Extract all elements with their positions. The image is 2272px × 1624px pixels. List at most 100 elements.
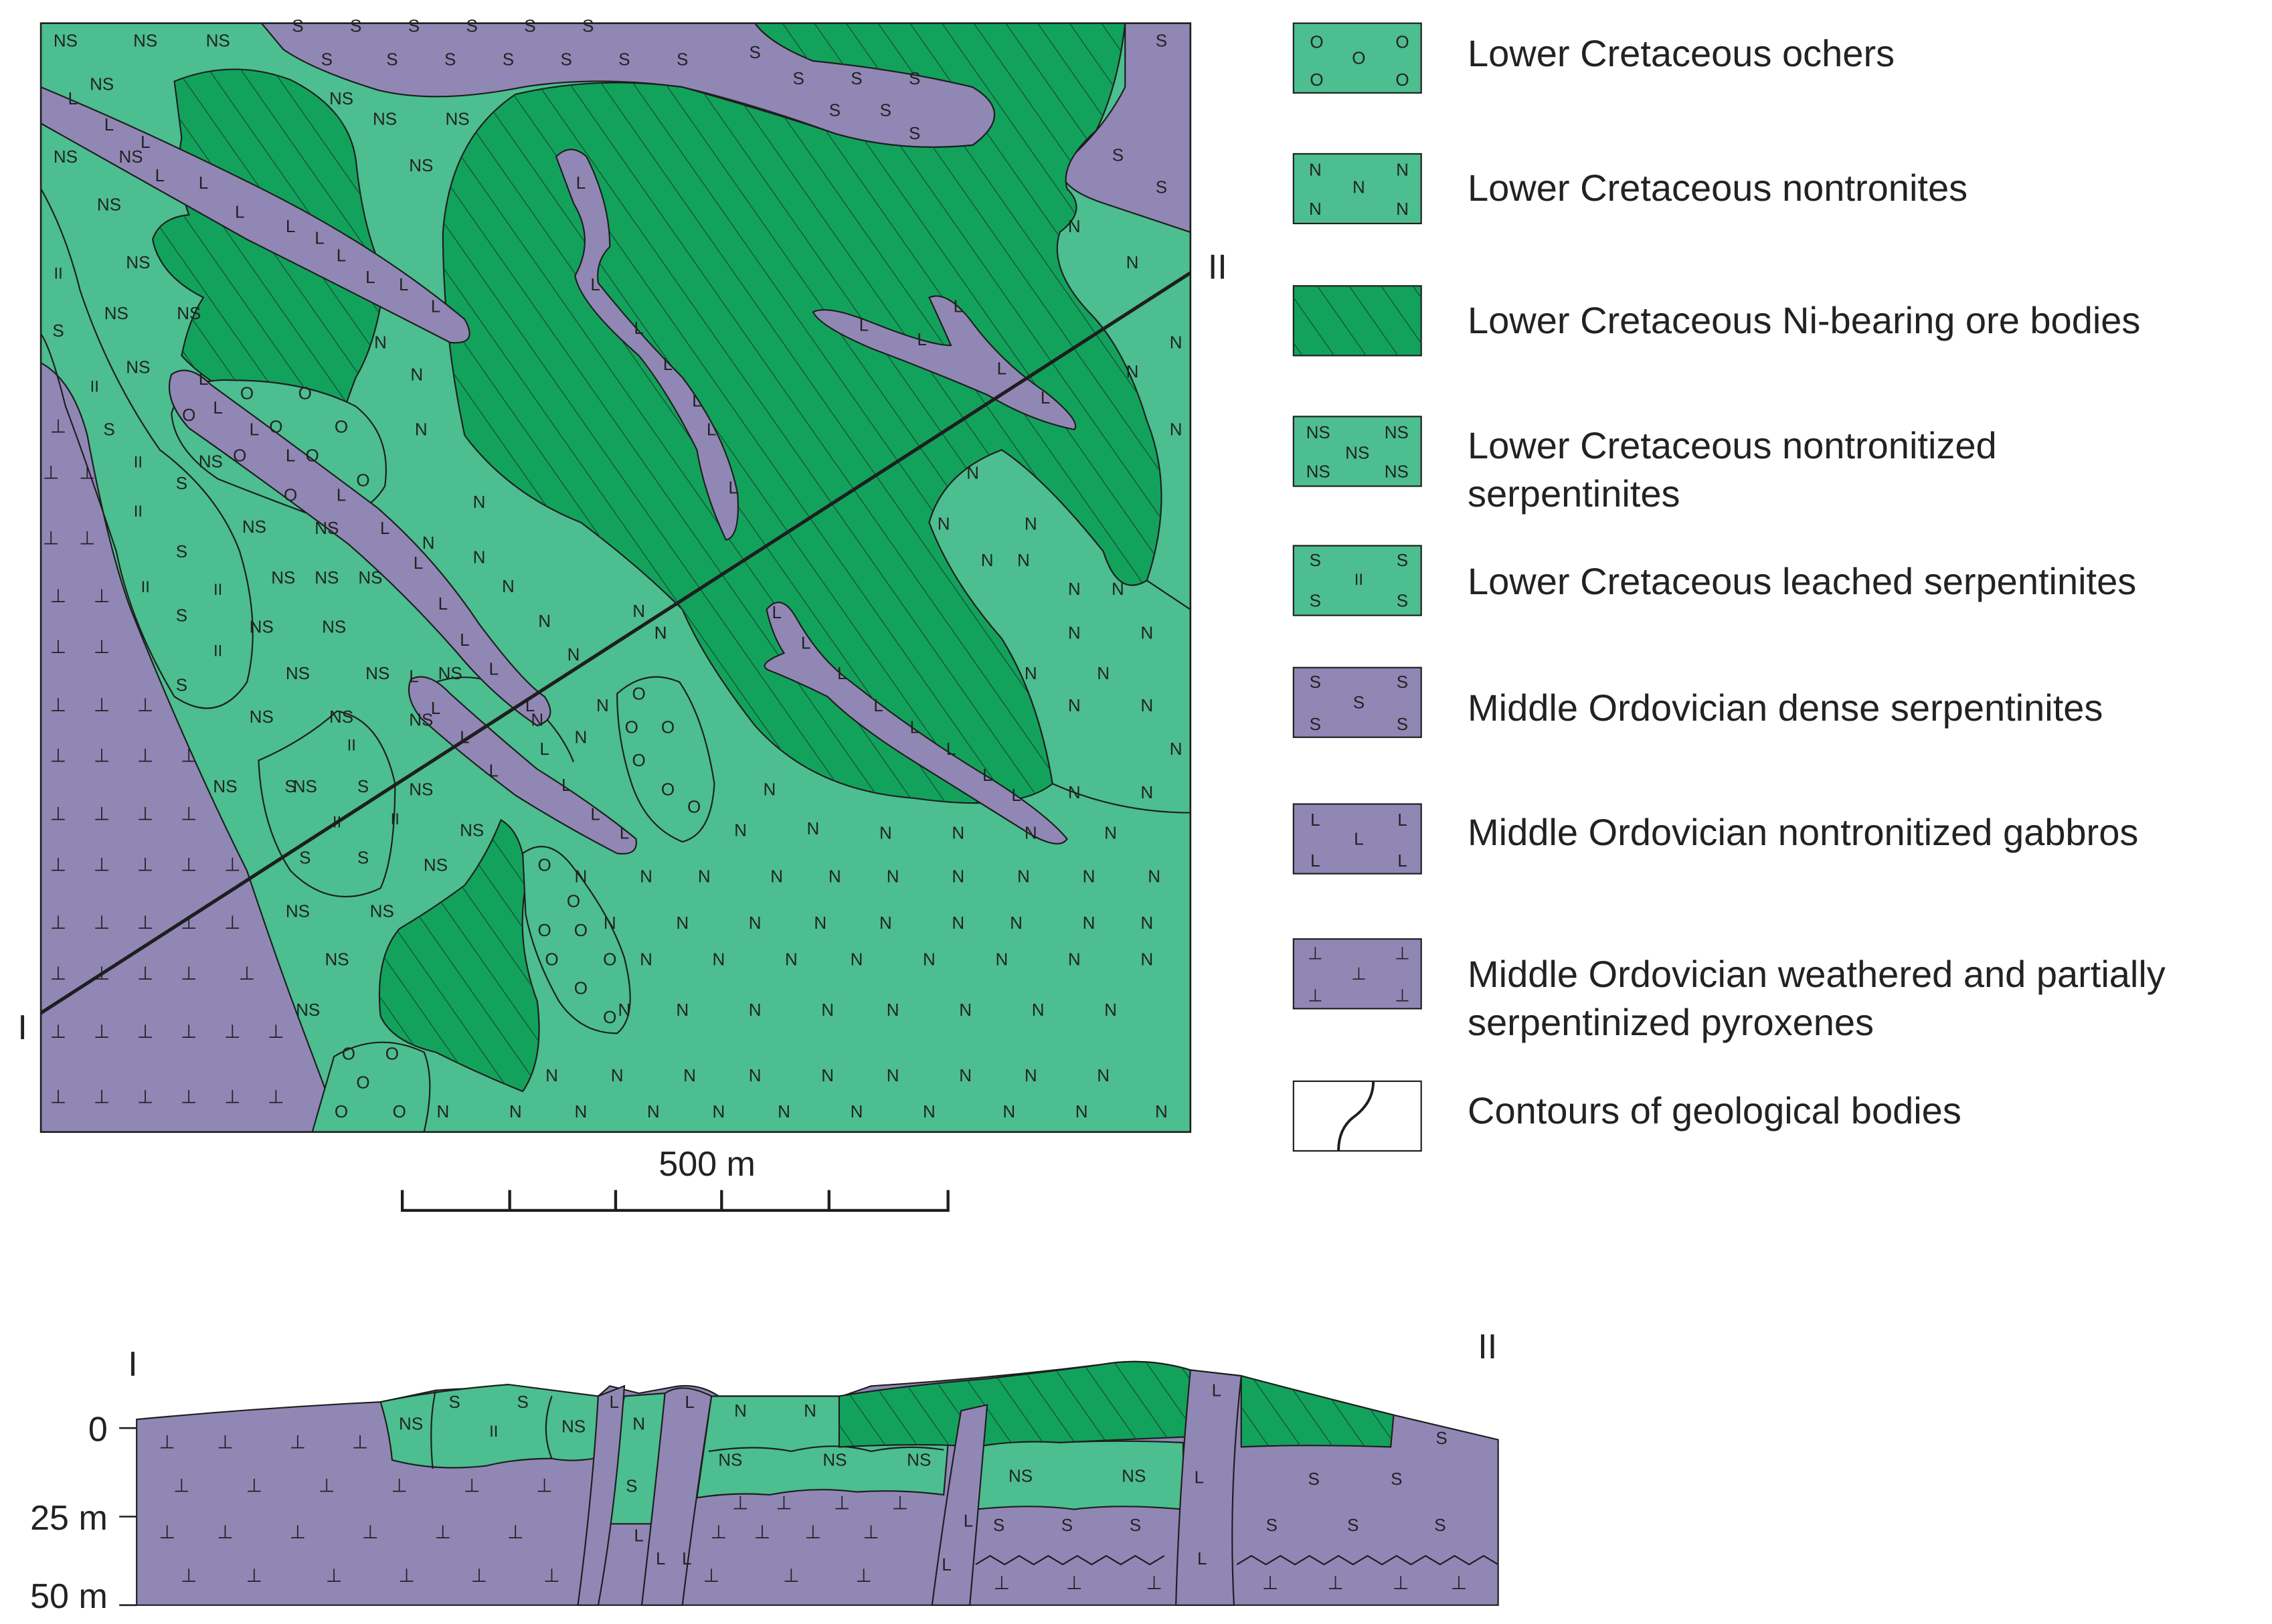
map-symbol-ns-2: NS [206, 30, 230, 50]
svg-text:O: O [1310, 70, 1323, 90]
section-symbol-n-2: N [804, 1401, 816, 1421]
map-symbol-l-38: L [859, 315, 869, 335]
map-symbol-s-30: S [357, 776, 369, 796]
map-symbol-n-22: N [1140, 782, 1153, 802]
section-gabbro-dyke-1 [577, 1384, 626, 1606]
svg-text:N: N [1309, 159, 1322, 179]
map-symbol-o-3: O [269, 416, 282, 436]
section-symbol-pyx-34: ⊥ [1066, 1572, 1083, 1593]
section-symbol-pyx-28: ⊥ [805, 1521, 822, 1542]
map-symbol-pyx-11: ⊥ [137, 694, 154, 715]
map-symbol-pyx-16: ⊥ [50, 802, 67, 824]
map-symbol-n-39: N [1126, 252, 1139, 272]
map-symbol-n-27: N [1140, 695, 1153, 715]
map-ochers-middle [616, 676, 715, 843]
svg-text:NS: NS [1306, 422, 1330, 442]
map-symbol-pyx-1: ⊥ [43, 462, 60, 483]
map-symbol-pyx-0: ⊥ [50, 415, 67, 436]
map-symbol-n-30: N [1140, 622, 1153, 642]
map-symbol-n-94: N [923, 1101, 936, 1121]
map-symbol-s-13: S [749, 42, 760, 62]
svg-text:O: O [1352, 48, 1365, 68]
map-symbol-n-73: N [821, 1000, 834, 1020]
section-symbol-pyx-12: ⊥ [290, 1521, 307, 1542]
section-symbol-l-6: L [964, 1511, 973, 1531]
map-symbol-ns-11: NS [199, 451, 223, 471]
map-symbol-s-28: S [176, 674, 187, 695]
map-symbol-s-12: S [677, 50, 688, 70]
map-symbol-n-67: N [995, 949, 1008, 969]
section-zigzag-boundary-left [975, 1554, 1165, 1566]
map-symbol-n-4: N [422, 533, 435, 553]
section-symbol-pyx-10: ⊥ [159, 1521, 175, 1542]
map-symbol-n-12: N [531, 709, 543, 729]
map-gabbro-dyke-3 [408, 676, 637, 855]
map-symbol-n-33: N [938, 514, 950, 534]
map-symbol-l-7: L [315, 228, 324, 248]
section-symbol-pyx-21: ⊥ [543, 1564, 560, 1586]
legend-swatch-pyroxenes: ⊥ ⊥ ⊥ ⊥ ⊥ [1292, 938, 1422, 1010]
map-symbol-s-0: S [292, 16, 303, 36]
map-symbol-s-4: S [524, 16, 535, 36]
map-symbol-pyx-27: ⊥ [137, 911, 154, 933]
map-symbol-o-15: O [538, 854, 551, 875]
map-symbol-pyx-19: ⊥ [181, 802, 197, 824]
map-symbol-ns-1: NS [133, 30, 157, 50]
legend-label-gabbros: Middle Ordovician nontronitized gabbros [1468, 811, 2139, 853]
map-symbol-l-5: L [235, 201, 244, 221]
map-symbol-o-5: O [233, 446, 246, 466]
section-symbol-pyx-26: ⊥ [711, 1521, 727, 1542]
map-symbol-n-35: N [1017, 550, 1030, 570]
legend-swatch-nontronites: N N N N N [1292, 153, 1422, 225]
map-symbol-n-89: N [574, 1101, 587, 1121]
map-symbol-l-23: L [539, 739, 549, 759]
map-symbol-l-28: L [431, 698, 440, 718]
map-symbol-n-28: N [1170, 739, 1183, 759]
map-symbol-s-32: S [357, 847, 369, 867]
section-symbol-pyx-4: ⊥ [173, 1475, 190, 1496]
section-left-label: I [128, 1345, 137, 1384]
svg-text:S: S [1353, 692, 1365, 712]
map-symbol-pyx-2: ⊥ [79, 462, 96, 483]
map-symbol-s-7: S [386, 50, 398, 70]
map-symbol-n-41: N [1126, 361, 1139, 381]
map-symbol-n-84: N [959, 1065, 972, 1085]
map-symbol-o-6: O [306, 446, 319, 466]
map-symbol-n-90: N [647, 1101, 660, 1121]
map-symbol-s-29: S [284, 776, 296, 796]
section-symbol-s-2: S [626, 1476, 637, 1496]
legend-label-ore: Lower Cretaceous Ni-bearing ore bodies [1468, 299, 2141, 341]
map-symbol-n-80: N [683, 1065, 696, 1085]
map-symbol-s-11: S [618, 50, 630, 70]
map-symbol-pyx-40: ⊥ [268, 1020, 284, 1042]
map-symbol-l-31: L [576, 173, 586, 193]
map-symbol-n-38: N [1068, 216, 1081, 236]
section-symbol-pyx-1: ⊥ [217, 1431, 234, 1453]
map-symbol-n-24: N [1025, 663, 1037, 683]
map-symbol-s-8: S [444, 50, 456, 70]
legend-swatch-leached-serpentinites: S S II S S [1292, 545, 1422, 616]
map-symbol-n-8: N [567, 644, 580, 664]
map-gabbro-dyke-4 [555, 149, 739, 541]
section-symbol-pyx-24: ⊥ [834, 1492, 851, 1514]
map-symbol-l-42: L [1041, 387, 1050, 408]
map-symbol-l-14: L [250, 420, 259, 440]
map-symbol-pyx-33: ⊥ [181, 962, 197, 984]
map-symbol-n-1: N [410, 364, 423, 384]
map-symbol-n-82: N [821, 1065, 834, 1085]
map-symbol-l-24: L [561, 775, 571, 795]
svg-text:O: O [1310, 32, 1323, 52]
section-symbol-ns-5: NS [1009, 1465, 1033, 1485]
map-ore-body-main-hatch [442, 23, 1162, 804]
map-symbol-n-43: N [574, 867, 587, 887]
map-symbol-s-5: S [582, 16, 594, 36]
map-symbol-n-76: N [1032, 1000, 1045, 1020]
map-symbol-pyx-5: ⊥ [50, 585, 67, 606]
map-symbol-n-48: N [887, 867, 899, 887]
depth-label-25: 25 m [30, 1499, 108, 1538]
section-nontronite-boundary [708, 1445, 944, 1453]
section-symbol-pyx-19: ⊥ [398, 1564, 415, 1586]
map-symbol-n-61: N [1140, 913, 1153, 933]
